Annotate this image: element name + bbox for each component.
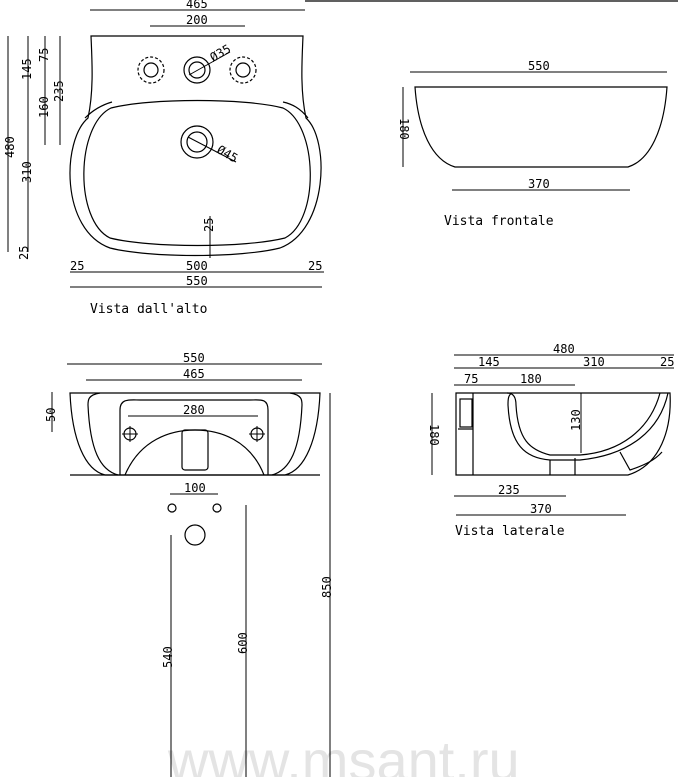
dim-side-25: 25	[660, 355, 674, 369]
dim-550: 550	[186, 274, 208, 288]
dim-side-130: 130	[569, 409, 583, 431]
caption-top-view: Vista dall'alto	[90, 302, 207, 317]
dim-tap-hole: Ø35	[208, 42, 234, 65]
dim-side-180-h: 180	[520, 372, 542, 386]
dim-850: 850	[320, 576, 334, 598]
caption-front-view: Vista frontale	[444, 214, 554, 229]
dim-rear-50: 50	[44, 408, 58, 422]
dim-rear-550: 550	[183, 351, 205, 365]
dim-side-310: 310	[583, 355, 605, 369]
dim-280: 280	[183, 403, 205, 417]
dim-75: 75	[37, 48, 51, 62]
tap-hole-optional-left	[137, 56, 165, 84]
dim-side-75: 75	[464, 372, 478, 386]
dim-side-235: 235	[498, 483, 520, 497]
dim-540: 540	[161, 646, 175, 668]
basin-outline	[69, 35, 322, 257]
drain-hole	[180, 125, 214, 159]
tap-hole	[183, 56, 211, 84]
dim-drain: Ø45	[215, 142, 241, 165]
dim-25-bl: 25	[70, 259, 84, 273]
dim-100: 100	[184, 481, 206, 495]
dim-480: 480	[3, 136, 17, 158]
dim-310: 310	[20, 161, 34, 183]
dim-25-br: 25	[308, 259, 322, 273]
dim-160: 160	[37, 96, 51, 118]
dim-front-550: 550	[528, 59, 550, 73]
top-view: Ø35 Ø45 465 200 480 145 310 25 75 160 23…	[3, 0, 324, 317]
dim-600: 600	[236, 632, 250, 654]
dim-side-145: 145	[478, 355, 500, 369]
front-view: 550 180 370 Vista frontale	[397, 59, 668, 229]
dim-front-370: 370	[528, 177, 550, 191]
dim-235: 235	[52, 80, 66, 102]
dim-rear-465: 465	[183, 367, 205, 381]
dim-200: 200	[186, 13, 208, 27]
side-view: 480 145 310 25 75 180 180 130 235 370 Vi…	[427, 342, 674, 539]
dim-465: 465	[186, 0, 208, 11]
dim-front-180: 180	[397, 118, 411, 140]
dim-25-left: 25	[17, 246, 31, 260]
dim-side-370: 370	[530, 502, 552, 516]
bowl-inner	[83, 99, 311, 247]
waste-outlet	[184, 524, 206, 546]
dim-500: 500	[186, 259, 208, 273]
front-outline	[414, 86, 668, 168]
dim-side-480: 480	[553, 342, 575, 356]
caption-side-view: Vista laterale	[455, 524, 565, 539]
dim-145: 145	[20, 58, 34, 80]
dim-side-180-v: 180	[427, 424, 441, 446]
watermark: www.msant.ru	[167, 729, 520, 777]
rear-view: 550 465 50 280 100 540 600 850	[44, 351, 334, 777]
tap-hole-optional-right	[229, 56, 257, 84]
dim-rim-25: 25	[202, 218, 216, 232]
